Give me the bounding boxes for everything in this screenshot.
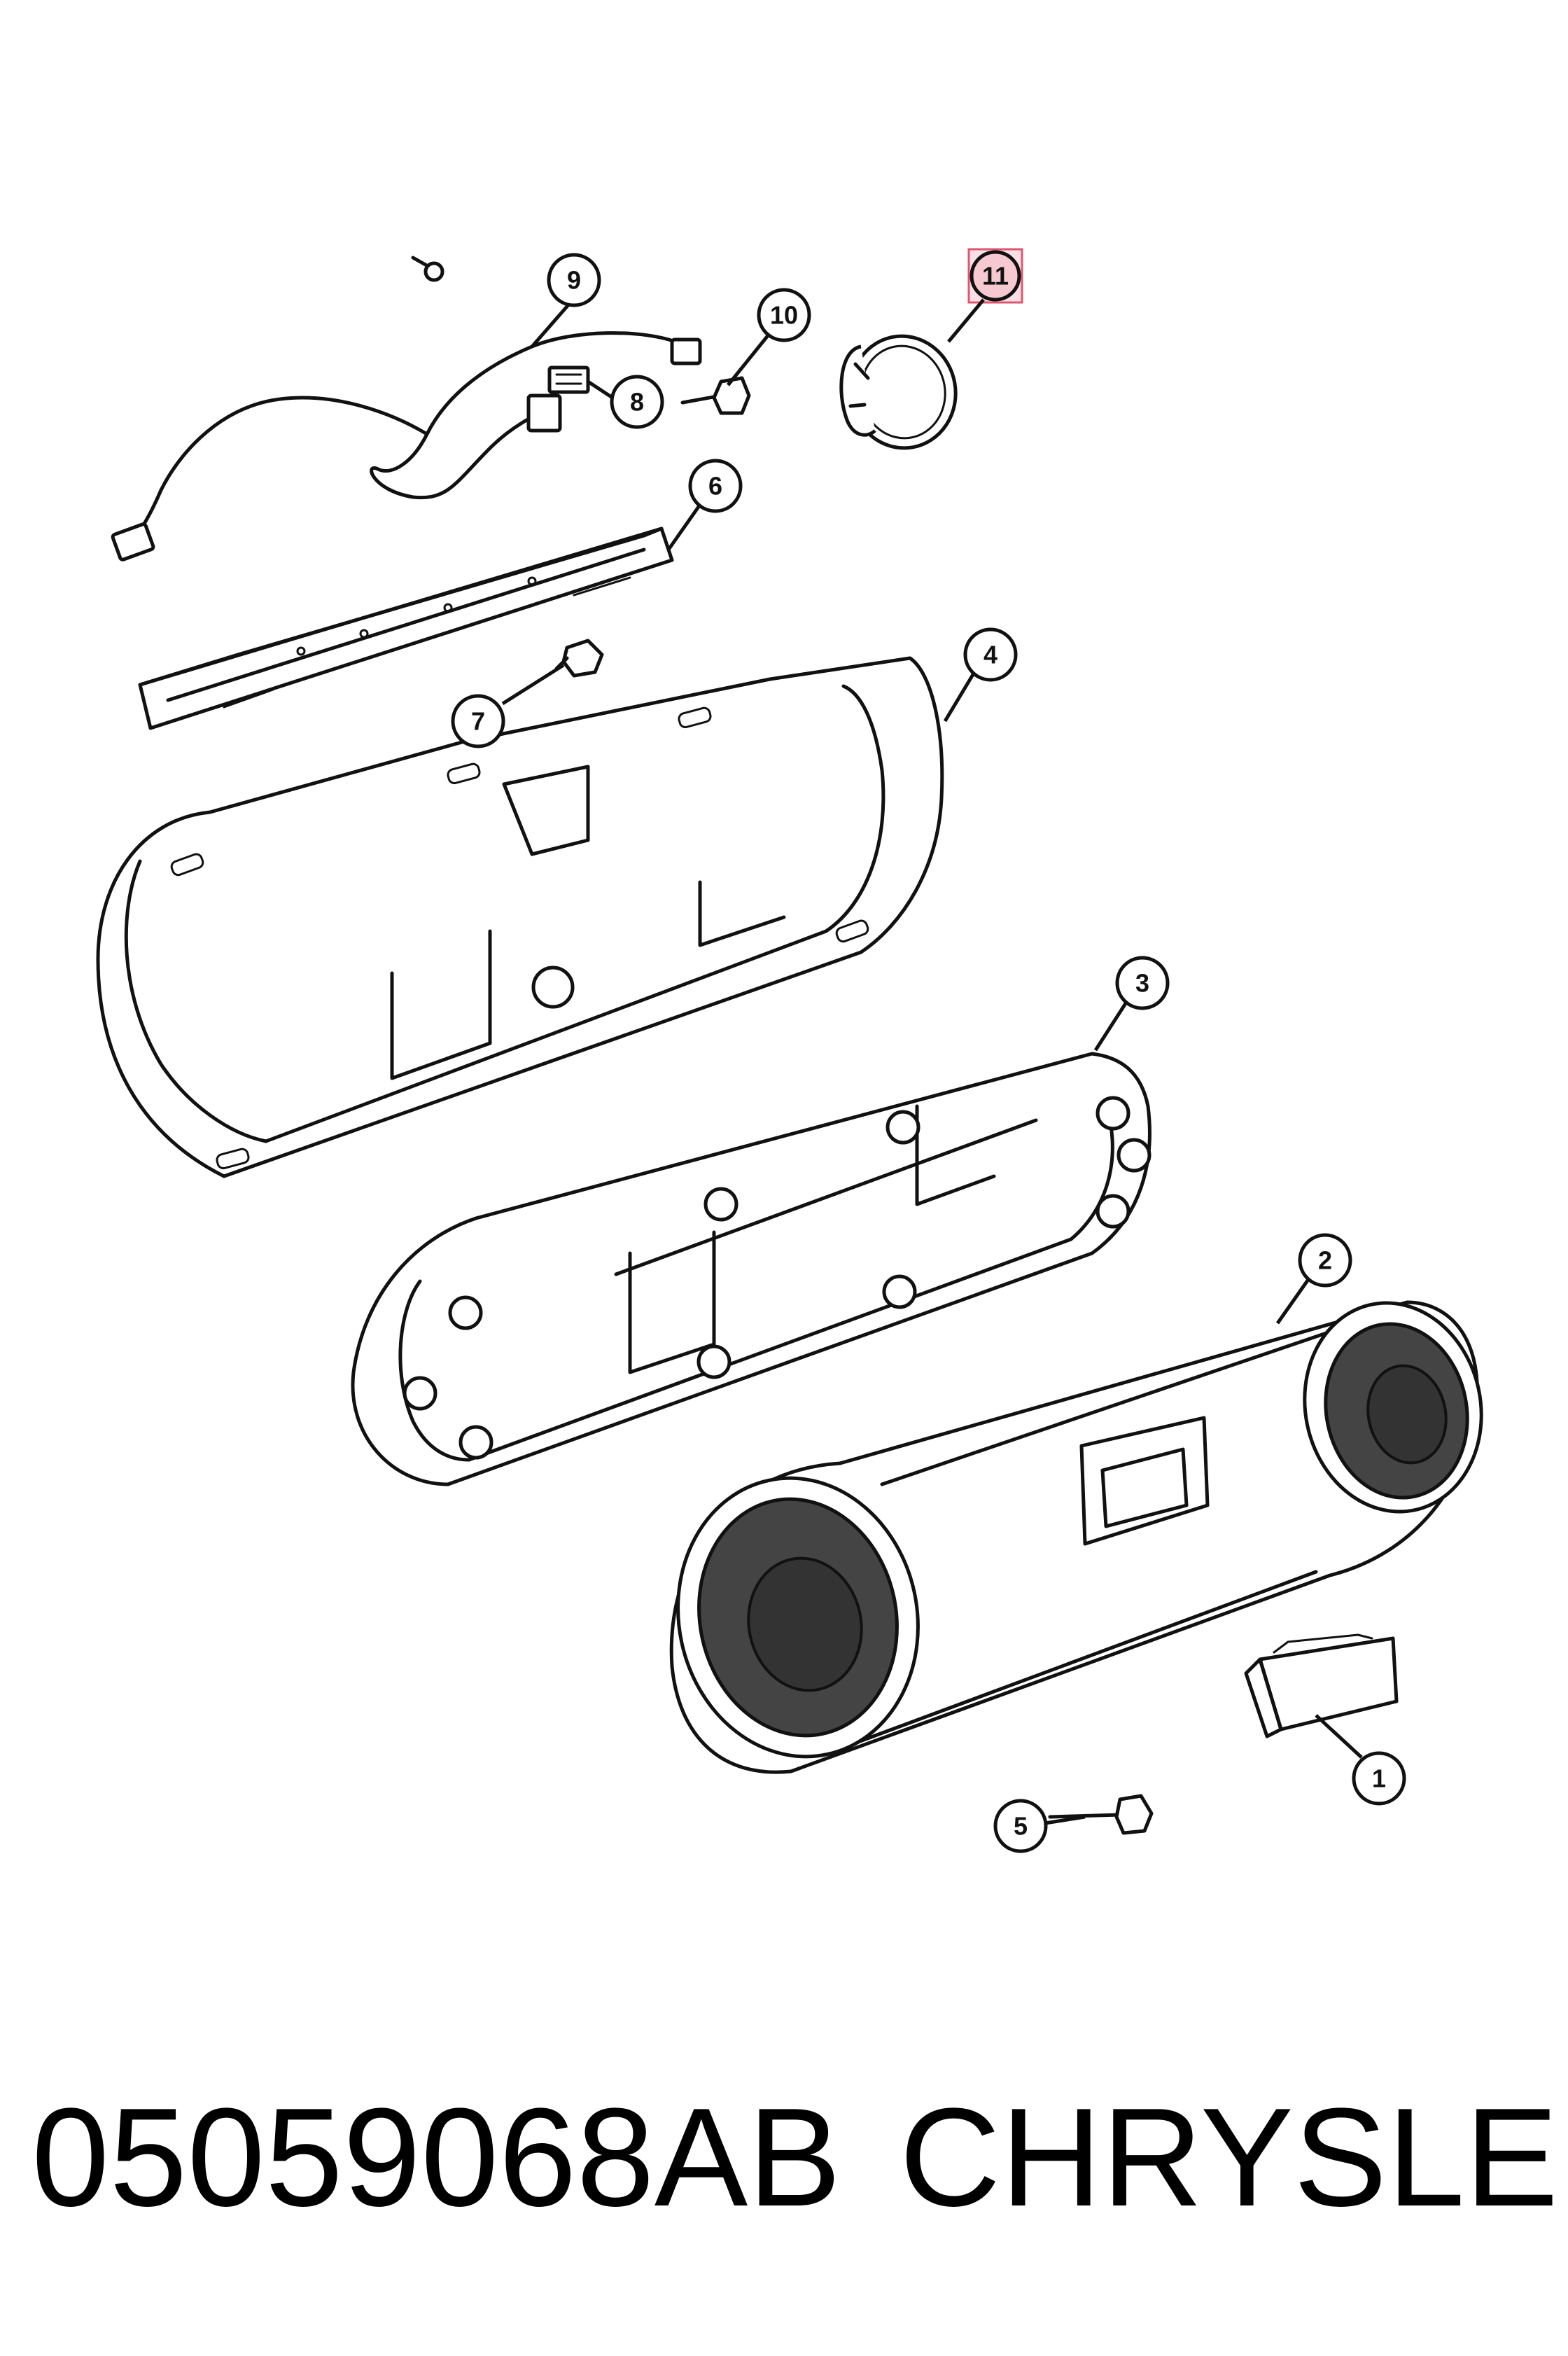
callout-7-label: 7 [471,707,485,736]
callout-3-label: 3 [1135,969,1149,998]
callout-2[interactable]: 2 [1275,1233,1352,1325]
callout-2-label: 2 [1318,1246,1332,1275]
inner-housing-bosses [402,1096,1152,1460]
front-grille-panel [669,1300,1483,1774]
callout-4[interactable]: 4 [943,627,1018,723]
speaker [839,334,958,450]
bolt-lower [1048,1794,1154,1835]
mounting-bracket [138,527,674,730]
callout-8-label: 8 [630,388,644,417]
harness-connector-left [111,522,155,562]
callout-11[interactable]: 11 [947,248,1023,343]
callout-3[interactable]: 3 [1093,956,1170,1052]
callout-5[interactable]: 5 [993,1799,1086,1853]
callout-6-label: 6 [708,472,722,501]
callout-6[interactable]: 6 [666,459,743,551]
callout-4-label: 4 [983,641,997,669]
part-number: 05059068AB [31,2079,841,2236]
right-speaker-grille [1303,1301,1483,1514]
inner-housing [351,1052,1152,1486]
left-speaker-grille [676,1476,920,1759]
callout-8[interactable]: 8 [587,375,664,429]
callout-1[interactable]: 1 [1315,1714,1406,1806]
grille-handle-recess [1079,1416,1210,1546]
bolt-upper [554,639,604,678]
callout-5-label: 5 [1014,1812,1028,1841]
harness-connector-mid [526,393,562,433]
connector-bracket [547,365,590,394]
callout-9[interactable]: 9 [531,253,601,348]
callout-11-label: 11 [982,262,1009,291]
callout-10-label: 10 [770,301,798,330]
latch-cover [1244,1633,1399,1738]
wiring-harness [111,256,702,562]
bracket-holes [296,576,537,656]
callout-7[interactable]: 7 [451,663,565,748]
harness-connector-right [670,337,702,365]
callouts: 9 10 8 11 6 4 [451,248,1406,1853]
brand-name: CHRYSLER [899,2079,1568,2236]
callout-9-label: 9 [567,266,581,295]
harness-clip [424,261,444,282]
callout-10[interactable]: 10 [727,288,811,386]
callout-1-label: 1 [1372,1764,1386,1793]
rear-housing [96,656,944,1178]
push-pin-fastener [680,376,751,415]
